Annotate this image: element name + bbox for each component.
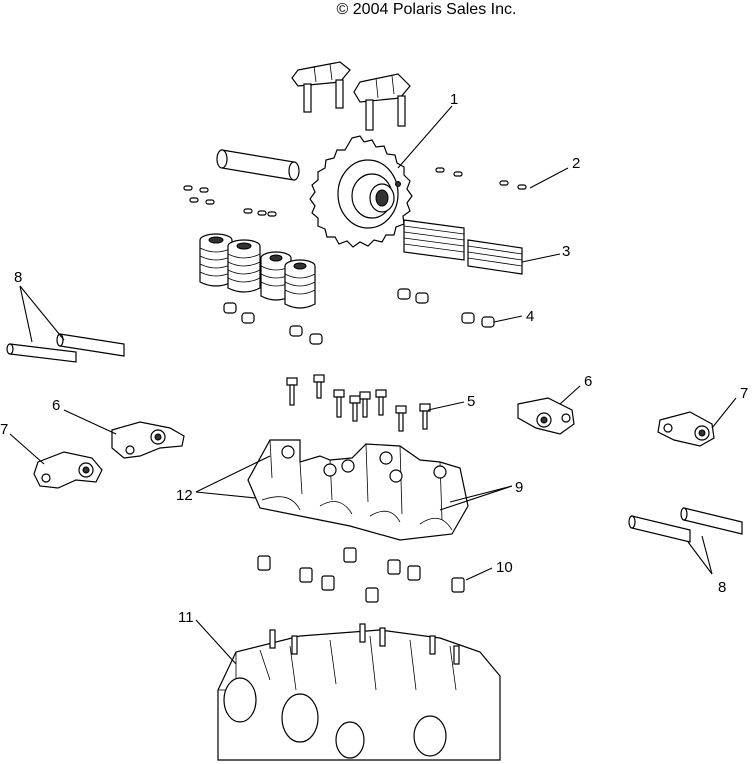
camshaft-caps (291, 61, 411, 131)
camshaft-sprocket (309, 135, 413, 248)
callout-6-right: 6 (584, 373, 592, 390)
callout-3: 3 (562, 243, 570, 260)
copyright-notice: © 2004 Polaris Sales Inc. (336, 1, 517, 18)
valve-lifters (257, 547, 465, 603)
rocker-arm-right-7 (657, 411, 715, 447)
callout-labels: 1 2 3 4 5 6 6 7 7 8 8 9 10 11 12 (0, 91, 748, 626)
camshaft (216, 149, 300, 181)
leader-lines (9, 105, 737, 665)
rocker-arm-right-6 (517, 397, 575, 435)
callout-5: 5 (467, 393, 475, 410)
callout-4: 4 (526, 308, 534, 325)
callout-11: 11 (178, 609, 194, 626)
callout-1: 1 (450, 91, 458, 108)
callout-9: 9 (515, 479, 523, 496)
callout-8-right: 8 (718, 579, 726, 596)
callout-10: 10 (496, 559, 513, 576)
rocker-arm-left-6 (111, 421, 185, 459)
rocker-shafts-left (6, 333, 125, 363)
camshaft-carrier (247, 439, 469, 541)
valve-keepers (183, 167, 527, 217)
rocker-arm-left-7 (33, 451, 103, 489)
cylinder-head (217, 623, 501, 761)
rocker-shafts-right (628, 507, 743, 543)
valve-springs-left (199, 233, 316, 309)
valve-springs-right (403, 219, 523, 275)
cap-bolts (286, 374, 431, 432)
callout-7-left: 7 (0, 421, 8, 438)
callout-7-right: 7 (740, 385, 748, 402)
callout-12: 12 (176, 487, 193, 504)
callout-8-left: 8 (14, 269, 22, 286)
valve-seals (223, 288, 495, 345)
callout-6-left: 6 (52, 397, 60, 414)
callout-2: 2 (572, 155, 580, 172)
